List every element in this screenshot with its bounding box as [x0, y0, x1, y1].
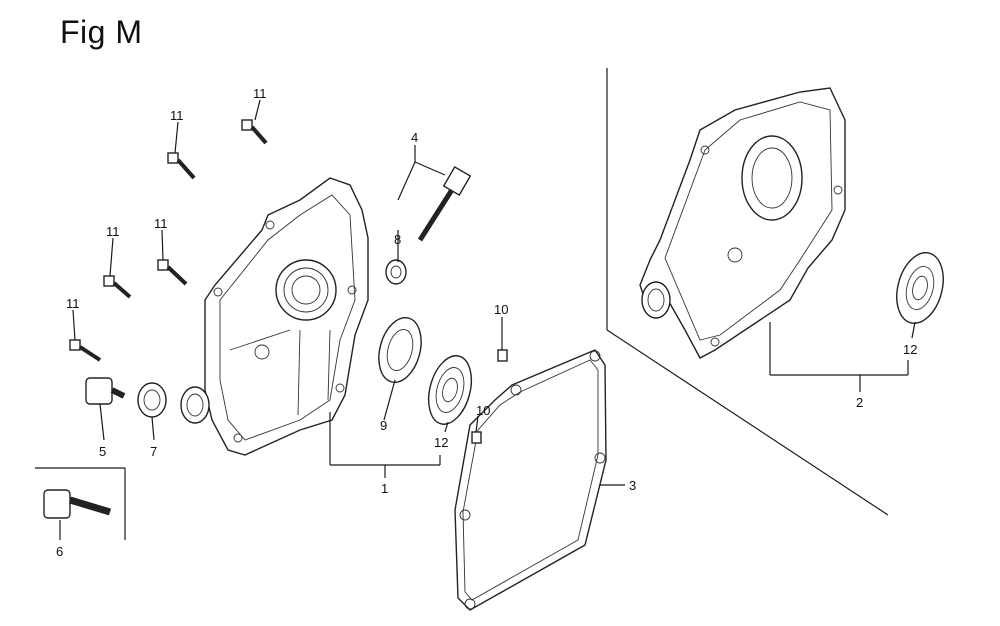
callout-11-b: 11	[170, 108, 184, 123]
ball-bearing	[427, 355, 473, 425]
bolt-3	[157, 259, 188, 286]
gasket	[454, 349, 607, 611]
bolt-2	[167, 152, 196, 180]
oil-seal-right	[896, 252, 944, 324]
callout-12-b: 12	[903, 342, 917, 357]
callout-7: 7	[150, 444, 157, 459]
drain-bolt	[43, 489, 112, 519]
oil-level-gauge	[417, 166, 472, 242]
callout-5: 5	[99, 444, 106, 459]
callout-11-c: 11	[154, 216, 168, 231]
o-ring	[385, 259, 407, 285]
panel-separators	[35, 68, 889, 540]
callout-12-a: 12	[434, 435, 448, 450]
callout-11-a: 11	[253, 86, 267, 101]
oil-seal	[378, 317, 422, 383]
drain-plug	[85, 377, 126, 405]
callout-8: 8	[394, 232, 401, 247]
figure-title: Fig M	[60, 14, 143, 50]
bolt-1	[241, 119, 268, 145]
crankcase-cover-main	[180, 177, 369, 456]
callout-4: 4	[411, 130, 418, 145]
callout-2: 2	[856, 395, 863, 410]
callout-10-b: 10	[476, 403, 490, 418]
flange-bolts	[69, 119, 268, 362]
bolt-5	[69, 339, 102, 362]
callout-10-a: 10	[494, 302, 508, 317]
washer	[137, 382, 167, 418]
crankcase-cover-assembly	[639, 87, 846, 359]
callout-6: 6	[56, 544, 63, 559]
leader-lines	[59, 99, 916, 540]
callout-labels: 11 11 11 11 11 4 8 10 10 5 7 9 12 1 3 6 …	[56, 86, 917, 559]
callout-11-d: 11	[106, 224, 120, 239]
callout-1: 1	[381, 481, 388, 496]
bolt-4	[103, 275, 132, 299]
callout-9: 9	[380, 418, 387, 433]
callout-3: 3	[629, 478, 636, 493]
callout-11-e: 11	[66, 296, 80, 311]
